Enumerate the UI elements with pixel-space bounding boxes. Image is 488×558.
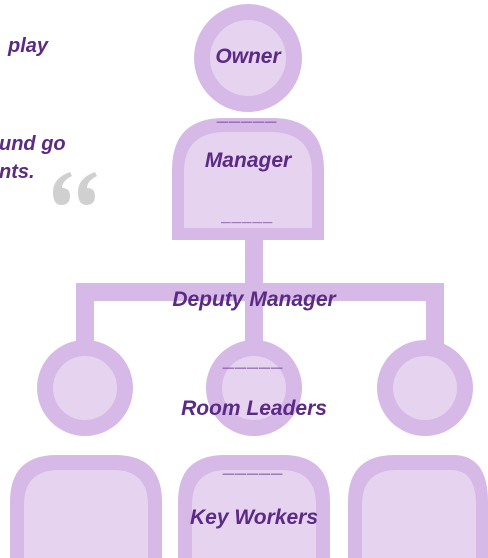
middle-figure xyxy=(178,340,330,558)
role-label-deputy-manager: Deputy Manager xyxy=(172,288,336,311)
manager-body-inner xyxy=(184,132,312,228)
role-label-room-leaders: Room Leaders xyxy=(181,397,327,420)
separator-owner-manager: _____ xyxy=(217,103,279,125)
connector-lines xyxy=(76,221,444,354)
owner-head-inner xyxy=(210,20,286,96)
left-body-inner xyxy=(24,470,148,558)
separator-deputy-room: _____ xyxy=(223,349,285,371)
separator-manager-deputy: _____ xyxy=(221,206,275,225)
role-label-manager: Manager xyxy=(204,149,292,172)
closing-quote-icon xyxy=(53,172,97,205)
left-head-inner xyxy=(53,356,117,420)
intro-text-line-1: play xyxy=(8,35,49,57)
right-body-inner xyxy=(362,470,476,558)
role-label-owner: Owner xyxy=(215,45,281,68)
top-figure xyxy=(172,4,324,240)
intro-text-line-3: nts. xyxy=(0,161,35,183)
middle-head-inner xyxy=(222,356,286,420)
right-head-inner xyxy=(393,356,457,420)
intro-text-line-2: und go xyxy=(0,133,66,155)
separator-room-key: _____ xyxy=(223,455,285,477)
role-label-key-workers: Key Workers xyxy=(189,506,318,529)
left-figure xyxy=(10,340,162,558)
right-figure xyxy=(348,340,488,558)
middle-body-inner xyxy=(192,470,316,558)
